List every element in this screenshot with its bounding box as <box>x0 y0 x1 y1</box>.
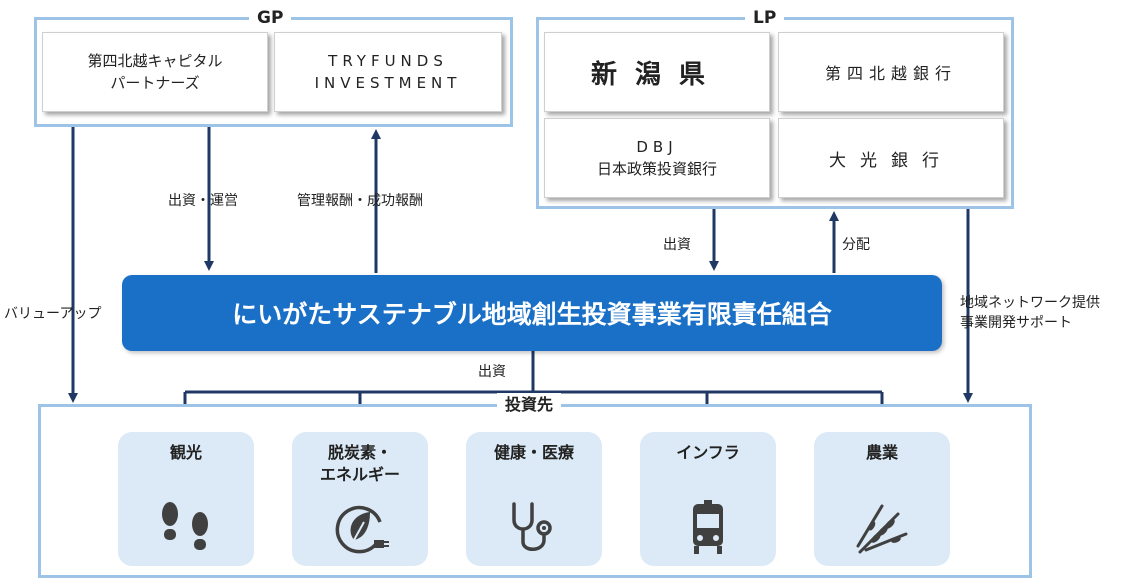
lp-member-name: 大光銀行 <box>829 150 953 171</box>
lp-member-name: 第四北越銀行 <box>824 64 957 83</box>
category-health: 健康・医療 <box>466 432 602 566</box>
gp-member-daishi-hokuetsu-capital: 第四北越キャピタル パートナーズ <box>42 32 268 112</box>
train-icon <box>693 500 723 554</box>
distribution-label: 分配 <box>842 237 870 253</box>
lp-member-niigata-pref: 新潟県 <box>544 32 770 112</box>
category-title: 脱炭素・ エネルギー <box>292 442 428 486</box>
network-label-line1: 地域ネットワーク提供 <box>960 295 1100 311</box>
network-label-line2: 事業開発サポート <box>960 315 1072 331</box>
stethoscope-icon <box>512 502 552 551</box>
lp-member-name-line1: DBJ <box>636 138 678 156</box>
category-title-line2: エネルギー <box>319 465 400 484</box>
category-title-line1: 脱炭素・ <box>327 443 392 462</box>
gp-member-name-line2: INVESTMENT <box>314 74 462 92</box>
category-title: 農業 <box>865 443 898 462</box>
fund-name-banner: にいがたサステナブル地域創生投資事業有限責任組合 <box>122 275 942 351</box>
category-title: 健康・医療 <box>493 443 574 462</box>
gp-member-tryfunds: TRYFUNDS INVESTMENT <box>274 32 502 112</box>
wheat-icon <box>856 504 908 554</box>
lp-label: LP <box>745 6 785 30</box>
lp-member-name-line2: 日本政策投資銀行 <box>596 160 717 178</box>
category-tourism: 観光 <box>118 432 254 566</box>
targets-label: 投資先 <box>497 393 562 417</box>
lp-member-daishi-hokuetsu-bank: 第四北越銀行 <box>778 32 1004 112</box>
lp-member-taiko-bank: 大光銀行 <box>778 118 1004 198</box>
lp-member-name: 新潟県 <box>590 59 723 90</box>
category-title: インフラ <box>676 443 740 462</box>
eco-plug-icon <box>335 505 389 554</box>
gp-member-name-line1: TRYFUNDS <box>328 52 448 70</box>
gp-member-name-line2: パートナーズ <box>110 74 200 92</box>
category-agriculture: 農業 <box>814 432 950 566</box>
fund-invest-label: 出資 <box>478 364 506 380</box>
footprints-icon <box>162 502 208 550</box>
gp-invest-manage-label: 出資・運営 <box>168 193 238 209</box>
management-fee-label: 管理報酬・成功報酬 <box>297 193 423 209</box>
lp-member-dbj: DBJ 日本政策投資銀行 <box>544 118 770 198</box>
category-decarbonization: 脱炭素・ エネルギー <box>292 432 428 566</box>
category-infrastructure: インフラ <box>640 432 776 566</box>
value-up-label: バリューアップ <box>4 306 102 322</box>
lp-invest-label: 出資 <box>663 237 691 253</box>
fund-name: にいがたサステナブル地域創生投資事業有限責任組合 <box>232 300 832 329</box>
gp-member-name-line1: 第四北越キャピタル <box>87 52 223 70</box>
category-title: 観光 <box>169 443 202 462</box>
gp-label: GP <box>249 6 292 30</box>
